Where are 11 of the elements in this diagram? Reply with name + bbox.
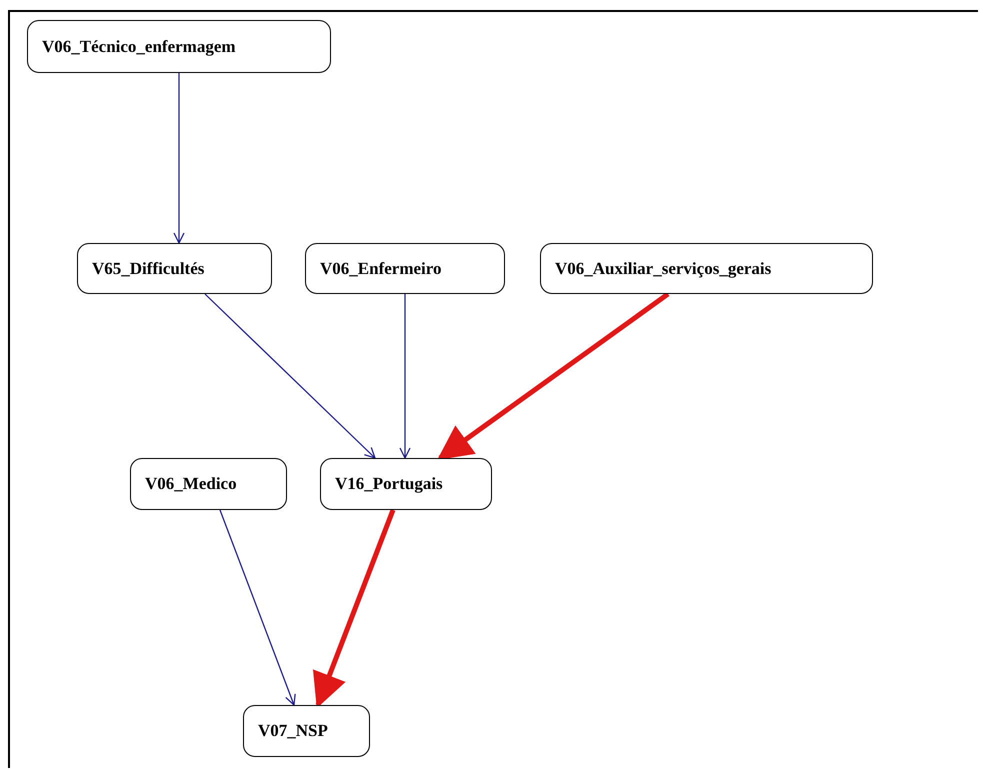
arrow (204, 294, 376, 459)
variable-node: V16_Portugais (320, 458, 492, 510)
arrow (219, 510, 296, 706)
arrow (173, 73, 185, 244)
variable-node: V65_Difficultés (77, 243, 272, 294)
variable-node: V06_Auxiliar_serviços_gerais (540, 243, 873, 294)
variable-node: V07_NSP (243, 705, 370, 757)
arrow (399, 294, 411, 459)
variable-node: V06_Medico (130, 458, 287, 510)
variable-node: V06_Enfermeiro (305, 243, 505, 294)
variable-node: V06_Técnico_enfermagem (27, 20, 331, 73)
